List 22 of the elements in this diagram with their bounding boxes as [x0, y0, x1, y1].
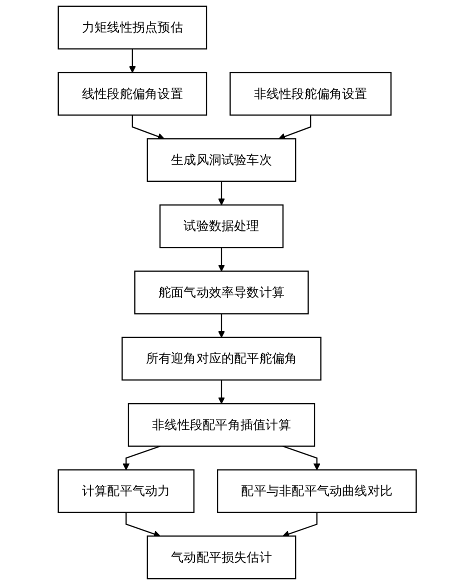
arrow [218, 248, 225, 272]
arrow [218, 314, 225, 338]
node-box: 力矩线性拐点预估 [57, 6, 207, 50]
arrow [122, 446, 160, 470]
node-box: 线性段舵偏角设置 [57, 72, 207, 116]
arrow [278, 115, 311, 140]
node-box: 生成风洞试验车次 [146, 138, 296, 182]
arrow [218, 181, 225, 206]
arrow [132, 115, 164, 140]
arrow [218, 380, 225, 404]
arrow [282, 446, 320, 470]
node-box: 计算配平气动力 [57, 469, 194, 514]
node-box: 非线性段配平角插值计算 [128, 403, 315, 447]
arrow [282, 512, 318, 538]
node-box: 配平与非配平气动曲线对比 [216, 469, 417, 514]
arrow [125, 512, 160, 538]
node-box: 非线性段舵偏角设置 [229, 72, 392, 116]
node-box: 所有迎角对应的配平舵偏角 [121, 336, 322, 381]
node-box: 舵面气动效率导数计算 [134, 270, 309, 314]
node-box: 气动配平损失估计 [146, 536, 296, 580]
node-box: 试验数据处理 [159, 204, 284, 248]
arrow [128, 48, 136, 73]
